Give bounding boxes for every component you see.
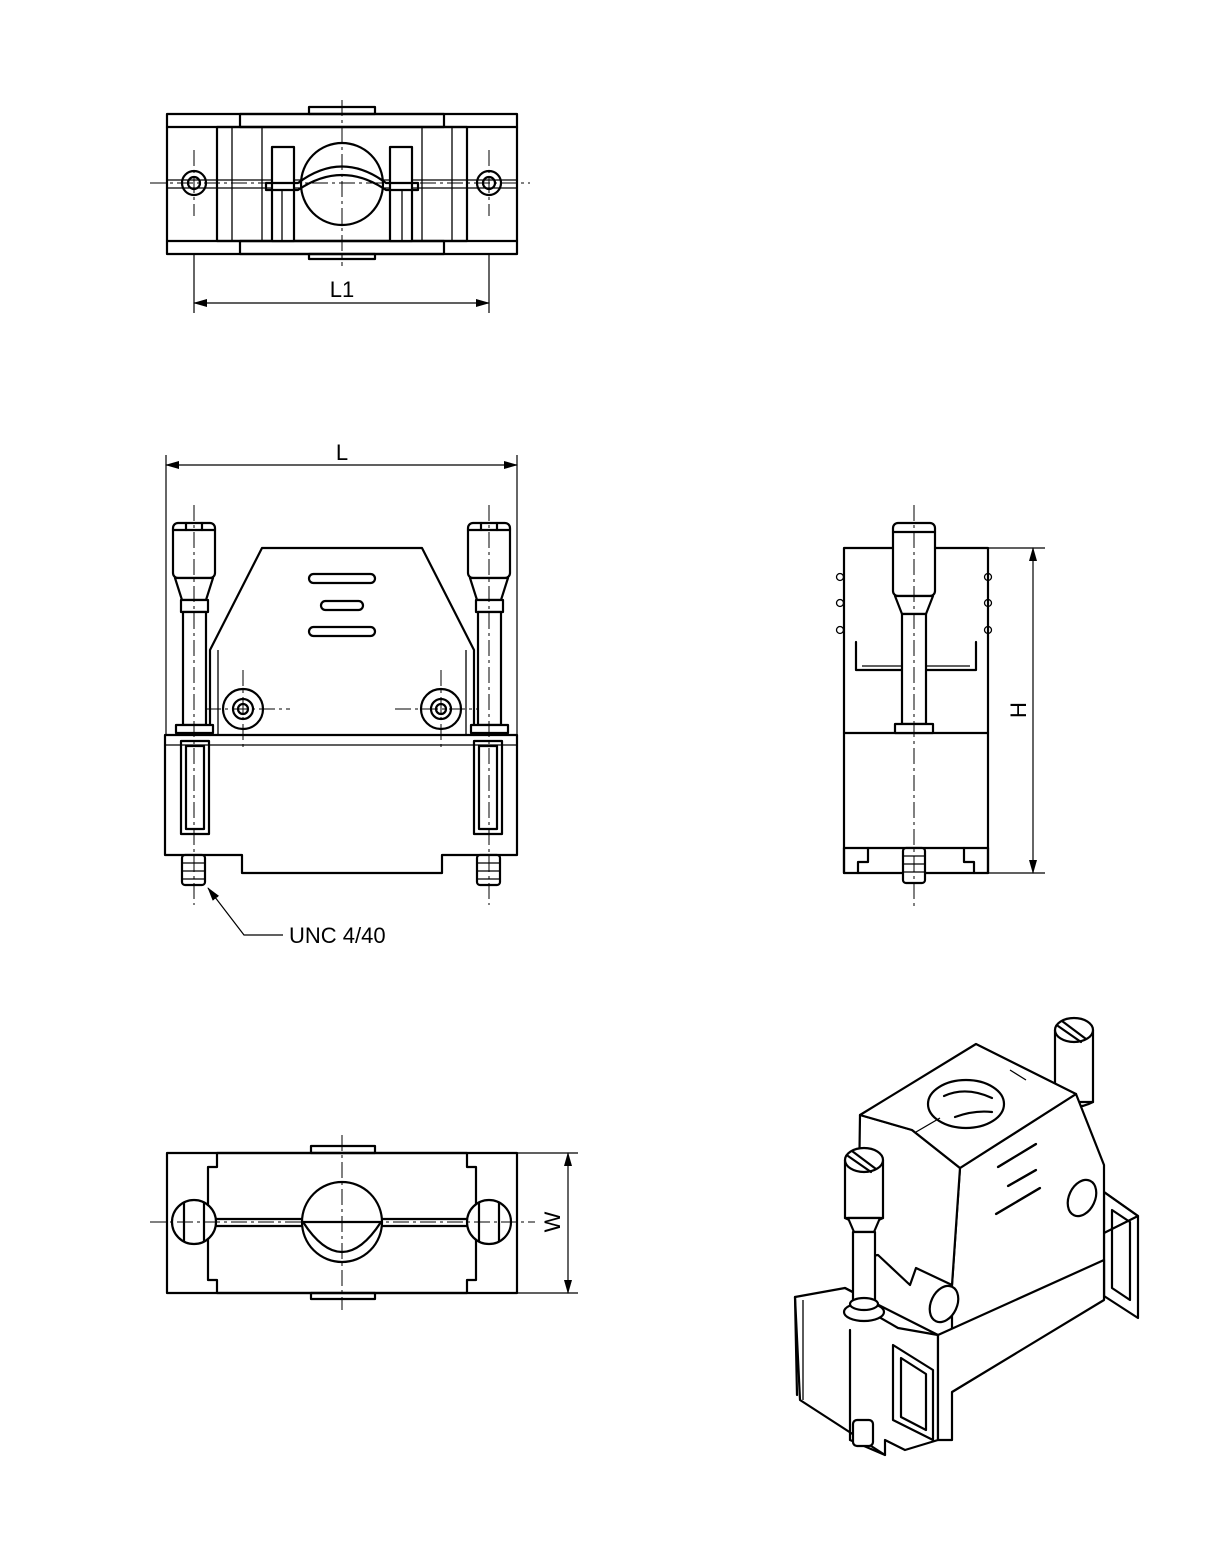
thread-callout-label: UNC 4/40 — [289, 923, 386, 948]
isometric-view — [793, 1016, 1140, 1457]
dimension-w-label: W — [540, 1211, 565, 1232]
front-view: L UNC 4/40 — [163, 440, 519, 948]
dimension-l1-label: L1 — [330, 277, 354, 302]
top-view: L1 — [150, 100, 530, 313]
dimension-l-label: L — [336, 440, 348, 465]
dimension-h-label: H — [1006, 702, 1031, 718]
side-view: H — [835, 505, 1045, 910]
bottom-view: W — [150, 1135, 578, 1310]
